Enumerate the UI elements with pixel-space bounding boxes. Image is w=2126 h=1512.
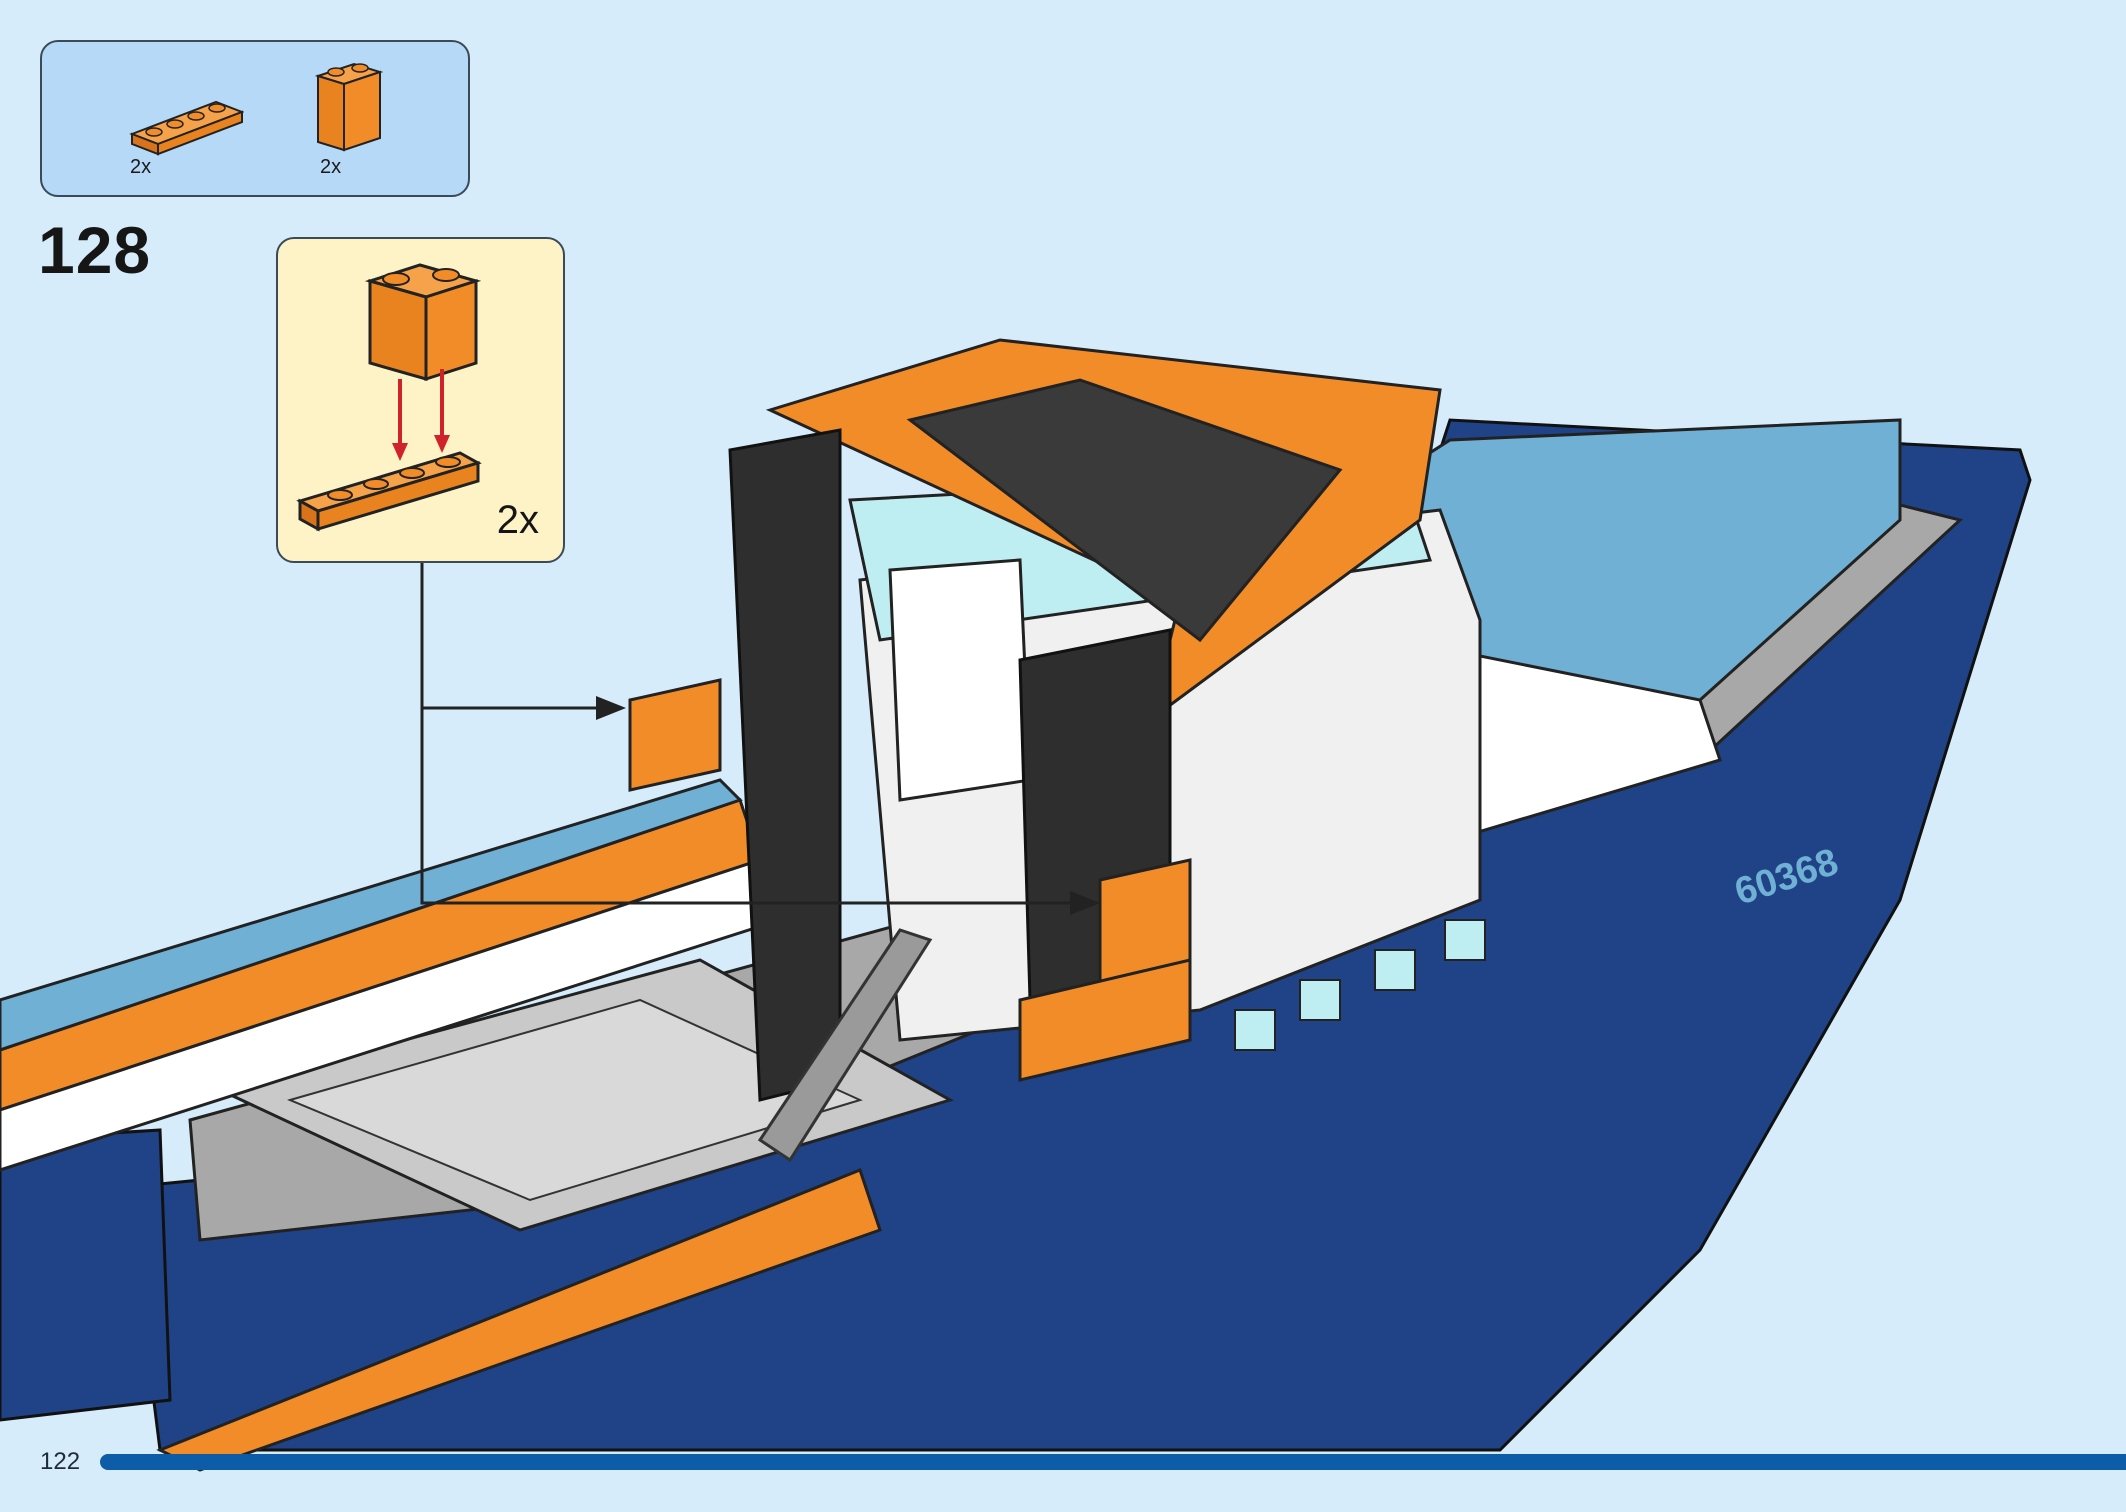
sub-brick-left [368,279,428,381]
bridge-roof-black [906,378,1343,643]
bridge-door [888,558,1032,802]
parts-list-box: 2x 2x [40,40,470,197]
arrow-head-left-icon [596,696,626,720]
blue-side-strip [0,778,743,1052]
down-arrow-icon-2 [434,435,450,453]
arrow-head-right-icon [1070,891,1100,915]
orange-brick-target-left [628,678,722,792]
deck-windows [1234,919,1486,1051]
progress-bar [100,1454,2126,1470]
subassembly-box: 2x [276,237,565,563]
callout-line [420,563,1090,905]
hull-left-side [0,1128,172,1422]
sub-plate-side [316,460,480,532]
cargo-well-floor [286,998,863,1202]
orange-brick-base-right [1018,958,1192,1082]
orange-plate-1x4-icon [129,100,244,156]
down-arrow-icon [392,443,408,461]
sub-brick-right [424,278,478,382]
step-number: 128 [38,213,152,287]
ladder [757,928,933,1163]
page-number: 122 [40,1448,81,1475]
subassembly-illustration [296,263,482,532]
subassembly-qty: 2x [496,498,539,542]
orange-brick-1x2x2-icon [314,62,384,152]
part-qty-plate: 2x [130,156,152,178]
part-qty-brick: 2x [320,156,342,178]
